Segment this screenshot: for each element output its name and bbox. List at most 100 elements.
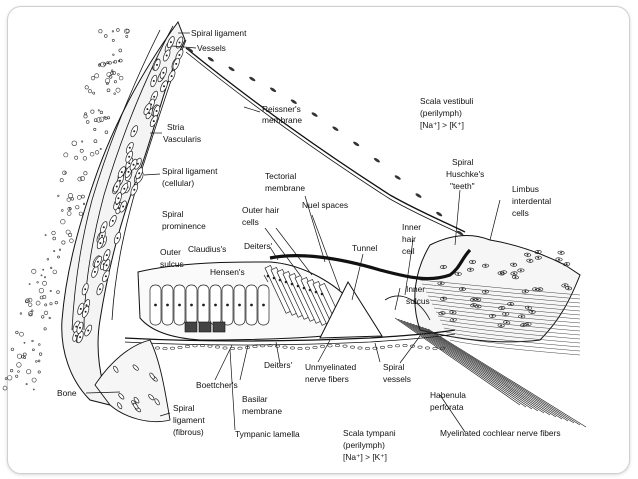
- limbus-cell: [507, 302, 515, 307]
- cell-nucleus: [116, 237, 119, 240]
- cell-nucleus: [290, 282, 294, 286]
- bone-granule: [38, 288, 45, 294]
- bone-granule: [83, 171, 88, 176]
- limbus-cell: [524, 322, 532, 327]
- reissner-cell: [456, 230, 464, 236]
- cell-nucleus: [520, 269, 522, 272]
- cell-nucleus: [133, 130, 136, 133]
- bone-granule: [43, 310, 49, 316]
- label-spiral-vessels: Spiral: [383, 362, 405, 372]
- tunnel-of-corti: [319, 280, 383, 339]
- limbus-drawing: [414, 235, 581, 343]
- label-habenula-perforata: Habenula: [430, 390, 466, 400]
- cell-nucleus: [153, 95, 156, 98]
- bone-granule: [96, 117, 102, 123]
- limbus-cell: [561, 283, 569, 288]
- nerve-fiber: [431, 303, 581, 320]
- svg-text:(fibrous): (fibrous): [173, 427, 204, 437]
- bone-granule: [85, 120, 90, 124]
- cell-nucleus: [122, 205, 125, 208]
- cell-nucleus: [138, 172, 141, 175]
- spiral-ligament-fibrous: [94, 339, 171, 423]
- bone-granule: [58, 248, 62, 251]
- reissners-membrane: [185, 47, 466, 233]
- limbus-cell: [528, 309, 536, 314]
- tectorial-membrane: [269, 248, 472, 281]
- bone-granule: [77, 195, 82, 200]
- tympanic-cell: [177, 345, 183, 349]
- bone-granule: [49, 302, 53, 306]
- boettchers-cell: [184, 321, 198, 333]
- bone-granule: [38, 343, 41, 346]
- bone-granule: [23, 341, 26, 344]
- limbus-cell: [511, 275, 519, 280]
- myelinated-fiber: [412, 323, 557, 418]
- bone-granule: [66, 211, 72, 216]
- bone-granule: [75, 205, 80, 210]
- cell-nucleus: [75, 325, 78, 328]
- limbus-cell: [524, 305, 532, 310]
- cell-nucleus: [105, 254, 108, 257]
- bone-granule: [61, 209, 64, 212]
- label-bone: Bone: [57, 388, 77, 398]
- cell-nucleus: [148, 112, 151, 115]
- boettchers-cell: [212, 321, 226, 333]
- tympanic-cell: [387, 344, 393, 348]
- bone-granule: [66, 197, 71, 202]
- bone-granule: [46, 258, 50, 261]
- bone-granule: [51, 230, 56, 236]
- bone-granule: [70, 197, 74, 201]
- reissner-cell: [373, 157, 380, 163]
- bone-granule: [77, 176, 83, 182]
- bone-granule: [107, 116, 111, 120]
- cell-nucleus: [565, 263, 568, 266]
- bone-granule: [125, 35, 129, 38]
- limbus-cell: [488, 313, 497, 318]
- cell-nucleus: [152, 80, 155, 82]
- bone-granule: [25, 298, 30, 303]
- tympanic-cell: [274, 344, 280, 348]
- cell-nucleus: [99, 288, 101, 291]
- cell-nucleus: [442, 297, 445, 300]
- cell-nucleus: [308, 288, 312, 292]
- bone-granule: [44, 234, 47, 237]
- cell-nucleus: [284, 280, 288, 284]
- tympanic-cell: [162, 346, 168, 350]
- cell-nucleus: [175, 62, 178, 65]
- tympanic-cell: [432, 346, 438, 350]
- cell-nucleus: [314, 290, 318, 294]
- bone-granule: [43, 276, 46, 279]
- bone-granule: [89, 152, 95, 157]
- label-myelinated-fibers: Myelinated cochlear nerve fibers: [440, 428, 561, 438]
- svg-text:sulcus: sulcus: [406, 296, 430, 306]
- cell-nucleus: [272, 276, 276, 280]
- cell-nucleus: [84, 288, 87, 291]
- label-tympanic-lamella: Tympanic lamella: [235, 429, 300, 439]
- cell-nucleus: [87, 329, 90, 332]
- bone-granule: [41, 315, 45, 319]
- bone-granule: [16, 353, 22, 359]
- limbus-cell: [534, 255, 542, 260]
- svg-text:membrane: membrane: [262, 115, 302, 125]
- nerve-fiber: [423, 287, 581, 304]
- bone-granule: [42, 268, 45, 271]
- limbus-cell: [498, 306, 506, 310]
- bone-granule: [2, 385, 8, 391]
- tympanic-cell: [319, 344, 325, 348]
- cell-nucleus: [524, 290, 527, 293]
- limbus-cell: [510, 262, 518, 267]
- cell-nucleus: [296, 284, 300, 288]
- label-nuel-spaces: Nuel spaces: [302, 200, 348, 210]
- myelinated-fiber: [409, 322, 551, 416]
- bone-granule: [17, 370, 20, 373]
- bone-granule: [98, 63, 101, 67]
- label-reissners-membrane: Reissner's: [262, 104, 301, 114]
- bone-granule: [7, 375, 13, 381]
- cell-nucleus: [146, 108, 149, 111]
- cell-nucleus: [477, 305, 479, 308]
- myelinated-fiber: [403, 320, 539, 412]
- tympanic-cell: [237, 346, 243, 350]
- bone-granule: [104, 34, 108, 38]
- cell-nucleus: [302, 286, 306, 290]
- bone-granule: [93, 127, 97, 131]
